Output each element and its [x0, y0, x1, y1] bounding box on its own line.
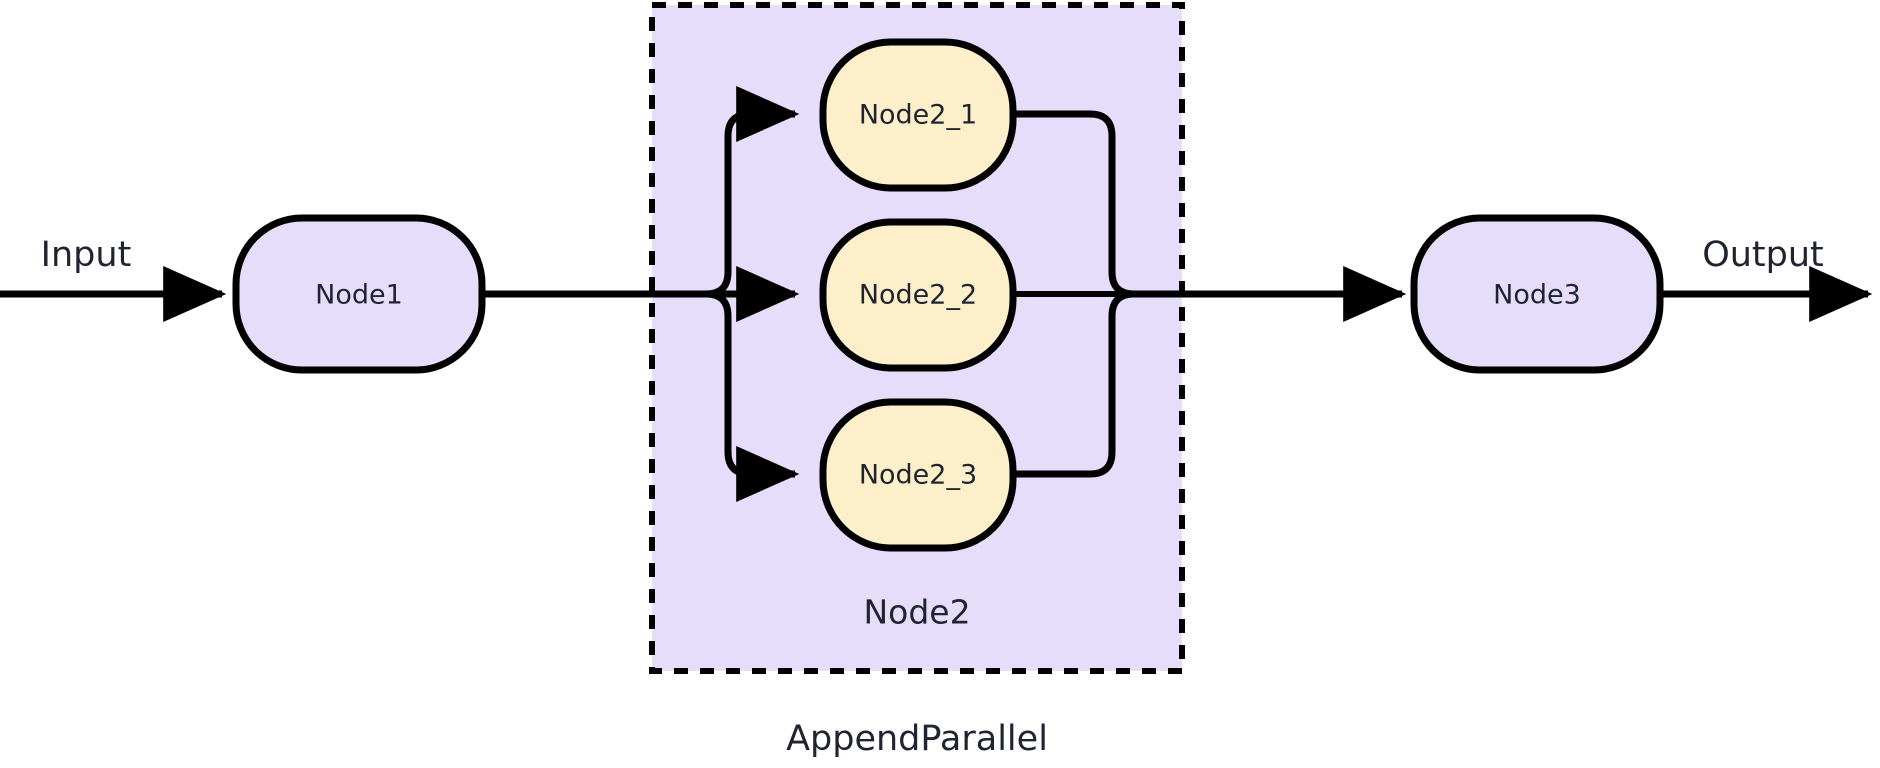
node-node1[interactable] — [232, 214, 486, 374]
node-node3[interactable] — [1410, 214, 1664, 374]
node-node2-1-label: Node2_1 — [859, 100, 977, 131]
diagram-caption: AppendParallel — [786, 719, 1048, 759]
node-node2-2[interactable] — [819, 218, 1017, 372]
edge-split-to-node2-3 — [705, 290, 800, 502]
node-node3-label: Node3 — [1493, 280, 1581, 311]
node-node2-3[interactable] — [819, 398, 1017, 552]
node-node2-3-label: Node2_3 — [859, 460, 977, 491]
output-label: Output — [1702, 235, 1824, 275]
node-node1-label: Node1 — [315, 280, 403, 311]
input-label: Input — [41, 235, 132, 275]
group-label-node2: Node2 — [863, 593, 970, 632]
node-node2-2-label: Node2_2 — [859, 280, 977, 311]
node-node2-1[interactable] — [819, 38, 1017, 192]
